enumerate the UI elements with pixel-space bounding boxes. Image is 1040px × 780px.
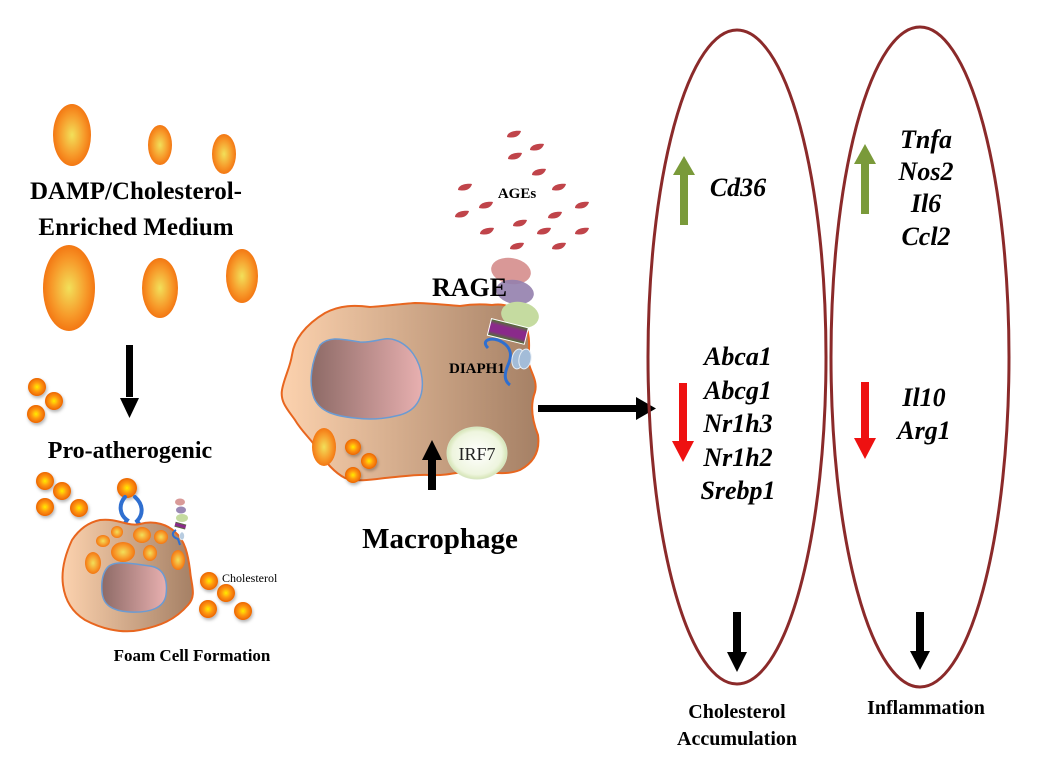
lipid-droplet <box>226 249 258 303</box>
gene-tnfa: Tnfa <box>900 125 952 154</box>
medium-label-line1: DAMP/Cholesterol- <box>30 178 242 205</box>
lipid-droplet <box>212 134 236 174</box>
lipid-droplet <box>53 104 91 166</box>
gene-abcg1: Abcg1 <box>702 376 772 405</box>
down-arrow-icon <box>672 383 694 462</box>
rage-receptor-small <box>171 498 188 546</box>
irf7-node: IRF7 <box>446 426 508 480</box>
up-arrow-icon <box>673 156 695 225</box>
down-arrow-icon <box>727 612 747 672</box>
ages-label: AGEs <box>498 186 537 202</box>
rage-label: RAGE <box>432 273 507 302</box>
gene-ccl2: Ccl2 <box>901 222 950 251</box>
pro-atherogenic-label: Pro-atherogenic <box>48 438 213 464</box>
cholesterol-oval <box>646 28 828 686</box>
gene-il6: Il6 <box>910 189 941 218</box>
gene-abca1: Abca1 <box>702 342 772 371</box>
foam-cell-formation-label: Foam Cell Formation <box>114 646 271 665</box>
cholesterol-particles <box>199 572 252 620</box>
gene-cd36: Cd36 <box>710 173 766 202</box>
lipid-droplet <box>148 125 172 165</box>
right-arrow-icon <box>538 397 656 420</box>
down-arrow-icon <box>854 382 876 459</box>
down-arrow-icon <box>910 612 930 670</box>
inflammation-oval <box>829 25 1011 689</box>
gene-srebp1: Srebp1 <box>700 476 775 505</box>
cholesterol-accumulation-line1: Cholesterol <box>688 701 786 723</box>
foam-cell <box>36 472 194 633</box>
irf7-up-arrow-icon <box>422 440 442 490</box>
cholesterol-medium-group <box>43 104 258 331</box>
rage-receptor <box>483 257 539 387</box>
down-arrow-icon <box>120 345 139 418</box>
lipid-droplet <box>142 258 178 318</box>
lipid-droplet <box>43 245 95 331</box>
gene-arg1: Arg1 <box>895 416 950 445</box>
gene-nr1h2: Nr1h2 <box>702 443 772 472</box>
irf7-label: IRF7 <box>458 444 495 464</box>
gene-il10: Il10 <box>901 383 945 412</box>
medium-label-line2: Enriched Medium <box>38 214 233 241</box>
ages-particles <box>455 130 589 250</box>
macrophage-label: Macrophage <box>362 523 518 555</box>
up-arrow-icon <box>854 144 876 214</box>
cholesterol-particles <box>27 378 63 423</box>
cholesterol-label: Cholesterol <box>222 571 278 585</box>
inflammation-label: Inflammation <box>867 697 985 719</box>
diaph1-label: DIAPH1 <box>449 361 505 377</box>
gene-nos2: Nos2 <box>898 157 954 186</box>
cholesterol-accumulation-line2: Accumulation <box>677 728 797 750</box>
gene-nr1h3: Nr1h3 <box>702 409 772 438</box>
